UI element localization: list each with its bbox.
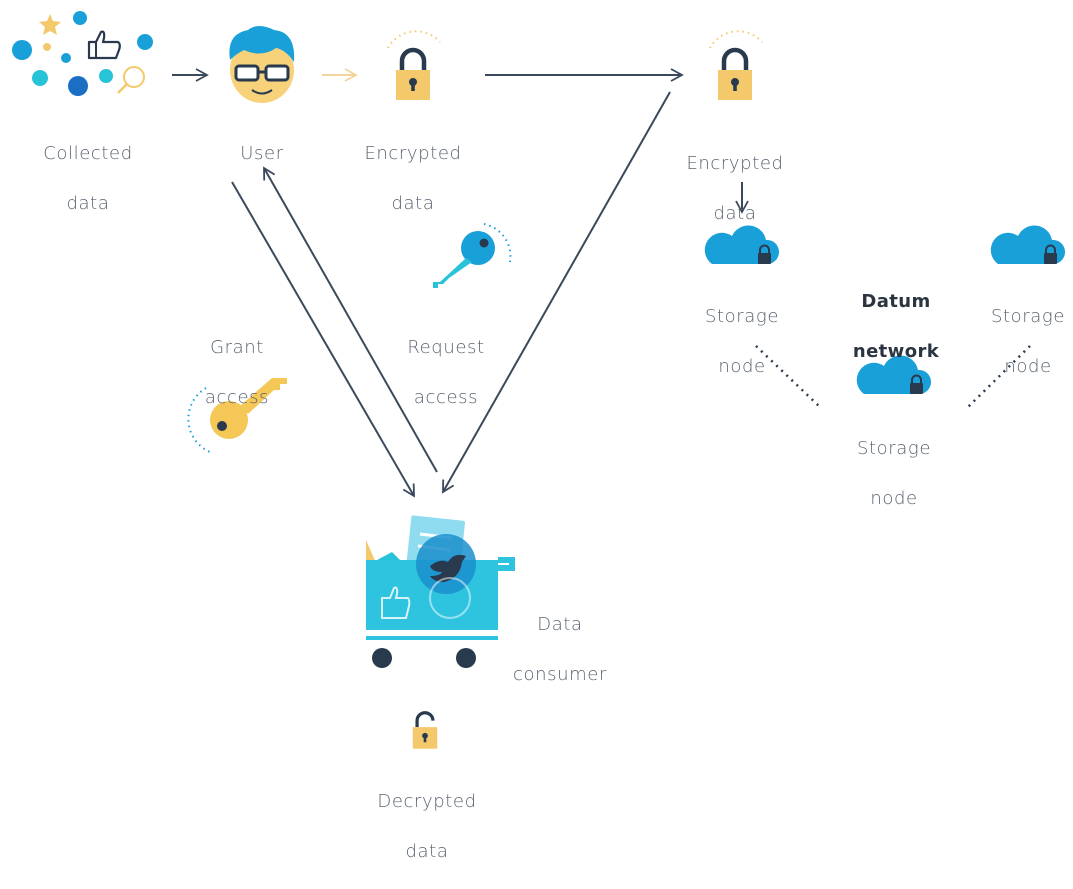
label-grant-access: Grant access: [204, 337, 270, 408]
label-user: User: [240, 143, 284, 164]
arrow-request-access: [263, 166, 438, 473]
label-datum-network: Datum network: [852, 291, 940, 362]
label-storage-node-right: Storage node: [990, 306, 1065, 377]
datum-network-diagram: [12, 11, 1067, 749]
padlock-icon: [709, 30, 763, 100]
label-data-consumer: Data consumer: [513, 614, 607, 685]
label-collected-data: Collected data: [43, 143, 133, 214]
social-media-cluster-icon: [12, 11, 153, 96]
padlock-icon: [412, 711, 438, 749]
user-avatar-icon: [229, 26, 295, 103]
network-link-left: [755, 345, 822, 409]
arrow-grant-access: [231, 181, 415, 498]
label-encrypted-data-network: Encrypted data: [686, 153, 784, 224]
key-icon: [433, 223, 512, 288]
label-storage-node-bottom: Storage node: [856, 438, 931, 509]
network-link-right: [966, 345, 1031, 409]
arrow-network-to-consumer: [442, 91, 671, 494]
label-storage-node-left: Storage node: [704, 306, 779, 377]
cloud-lock-icon: [989, 224, 1067, 265]
label-encrypted-data: Encrypted data: [364, 143, 462, 214]
padlock-icon: [387, 30, 441, 100]
key-icon: [187, 378, 287, 453]
shopping-cart-icon: [366, 515, 515, 668]
label-request-access: Request access: [407, 337, 485, 408]
label-decrypted-data: Decrypted data: [377, 791, 477, 862]
